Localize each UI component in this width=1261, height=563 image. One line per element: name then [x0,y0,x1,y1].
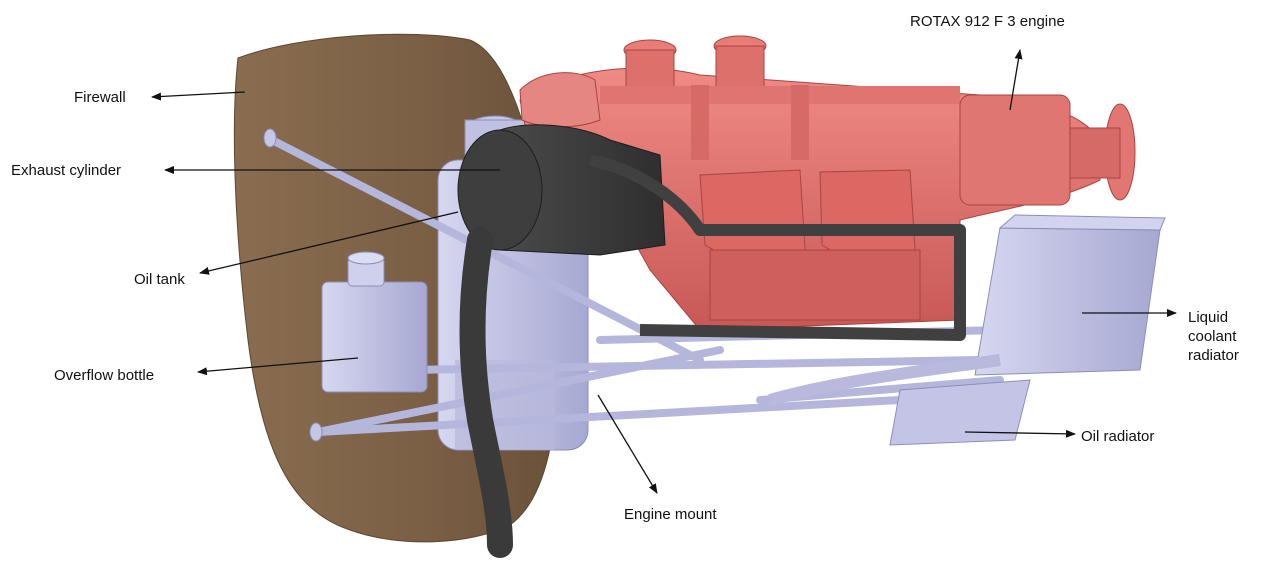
leader-arrows [151,49,1177,494]
liquid-coolant-radiator-shape [974,214,1166,376]
label-oil-radiator: Oil radiator [1081,428,1155,445]
label-firewall: Firewall [74,89,126,106]
label-oil-tank: Oil tank [134,271,185,288]
arrow-overflow-bottle [197,357,359,376]
mount-end-caps [263,128,323,442]
label-engine: ROTAX 912 F 3 engine [910,13,1065,30]
label-liquid-coolant-radiator: Liquid coolant radiator [1188,308,1239,365]
overflow-bottle-shape [321,251,428,393]
arrow-engine [1009,49,1023,111]
arrow-oil-radiator [964,429,1076,438]
arrow-oil-tank [199,211,459,275]
label-liquid-coolant-radiator-line3: radiator [1188,347,1239,364]
label-exhaust-cylinder: Exhaust cylinder [11,162,122,179]
arrow-engine-mount [597,394,658,494]
arrow-firewall [151,91,246,101]
label-liquid-coolant-radiator-line2: coolant [1188,328,1237,345]
label-liquid-coolant-radiator-line1: Liquid [1188,309,1229,326]
exhaust-system-shape [457,124,966,558]
label-engine-mount: Engine mount [624,506,717,523]
label-overflow-bottle: Overflow bottle [54,367,155,384]
oil-radiator-shape [768,354,1031,446]
